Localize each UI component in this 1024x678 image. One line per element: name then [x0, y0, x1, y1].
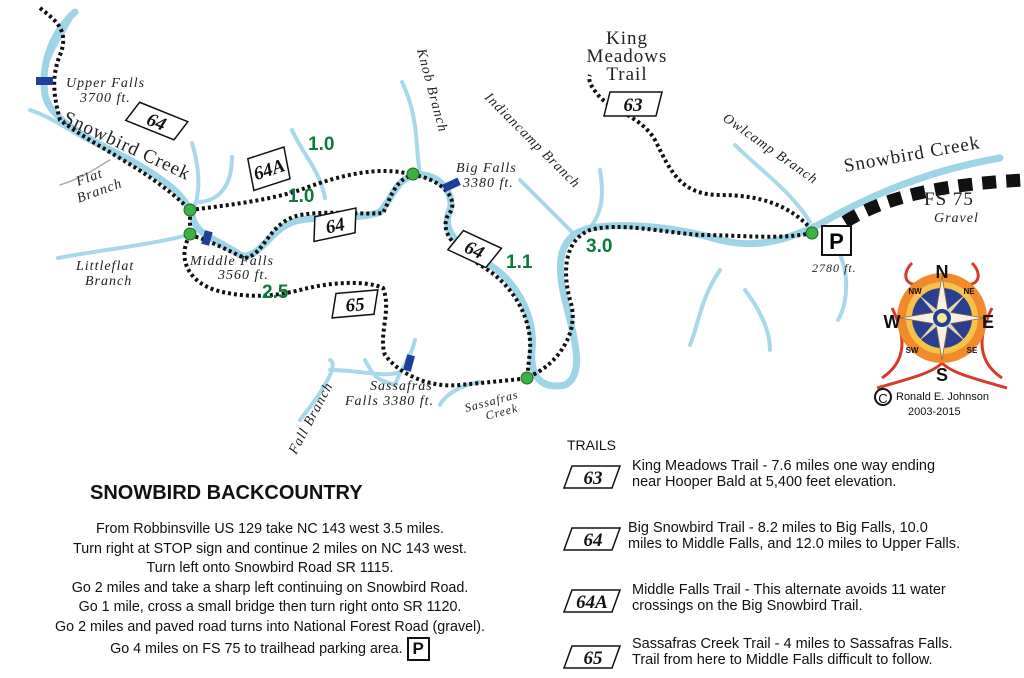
svg-text:SE: SE — [967, 346, 978, 355]
direction-line: Go 2 miles and take a sharp left continu… — [71, 579, 469, 596]
shield-64-mid: 64 — [313, 207, 357, 243]
junction-upper — [183, 203, 197, 217]
trail-65 — [182, 233, 528, 388]
upper-falls-marker — [36, 77, 53, 85]
creek-label-east: Snowbird Creek — [842, 132, 982, 177]
upper-falls-label: Upper Falls — [66, 76, 145, 91]
trail-64a — [189, 168, 414, 212]
sassafras-falls-elev: Falls 3380 ft. — [344, 394, 434, 409]
road-surface: Gravel — [934, 211, 979, 226]
knob-branch-label: Knob Branch — [413, 46, 450, 134]
trailhead-elev: 2780 ft. — [812, 261, 857, 275]
middle-falls-marker — [201, 230, 213, 246]
compass-rose-icon: N S E W NE NW SE SW — [876, 261, 1008, 390]
direction-line: From Robbinsville US 129 take NC 143 wes… — [95, 521, 445, 537]
parking-icon: P — [829, 229, 844, 254]
svg-text:63: 63 — [584, 468, 603, 489]
junction-middle — [183, 227, 197, 241]
copyright-years: 2003-2015 — [908, 406, 961, 418]
road-name: FS 75 — [924, 189, 974, 210]
junction-sassafras — [520, 371, 534, 385]
svg-text:S: S — [936, 365, 948, 385]
shield-64-east: 64 — [446, 229, 503, 269]
direction-line: Turn left onto Snowbird Road SR 1115. — [146, 560, 394, 576]
mileage-64-east: 1.1 — [506, 252, 533, 273]
big-falls-marker — [442, 177, 461, 193]
trailhead-parking: P 2780 ft. — [812, 225, 857, 275]
driving-directions: From Robbinsville US 129 take NC 143 wes… — [40, 520, 500, 661]
direction-line: Turn right at STOP sign and continue 2 m… — [73, 540, 467, 557]
big-falls-elev: 3380 ft. — [462, 176, 514, 191]
svg-text:King: King — [606, 28, 648, 49]
middle-falls-label: Middle Falls — [189, 254, 274, 269]
littleflat-label: Littleflat — [75, 259, 134, 274]
direction-line: Go 2 miles and paved road turns into Nat… — [55, 618, 485, 635]
fall-branch-label: Fall Branch — [286, 380, 337, 458]
svg-text:65: 65 — [345, 294, 366, 317]
trail-64 — [38, 6, 533, 379]
parking-icon: P — [406, 637, 430, 661]
svg-text:Meadows: Meadows — [587, 46, 668, 67]
junction-big-falls — [406, 167, 420, 181]
snowbird-creek — [40, 8, 1004, 390]
svg-text:NW: NW — [908, 287, 922, 296]
copyright-author: Ronald E. Johnson — [896, 390, 989, 403]
svg-text:63: 63 — [624, 95, 643, 116]
copyright-icon: C — [874, 388, 892, 406]
mileage-64: 1.0 — [288, 186, 314, 207]
svg-text:E: E — [982, 312, 994, 332]
svg-text:64A: 64A — [576, 592, 608, 613]
sassafras-falls-label: Sassafras — [370, 379, 433, 394]
direction-line-last: Go 4 miles on FS 75 to trailhead parking… — [40, 637, 500, 661]
king-meadows-label: King Meadows Trail — [587, 28, 668, 85]
junctions — [183, 167, 819, 385]
shield-64a: 64A — [246, 146, 291, 192]
road-fs75 — [841, 173, 1024, 228]
upper-falls-elev: 3700 ft. — [79, 91, 131, 106]
middle-falls-elev: 3560 ft. — [217, 268, 269, 283]
tributaries — [28, 18, 849, 422]
mileage-3: 3.0 — [586, 236, 612, 257]
svg-text:Trail: Trail — [606, 64, 647, 85]
junction-trailhead — [805, 226, 819, 240]
flat-branch-label: Flat Branch — [73, 166, 124, 206]
sassafras-creek-label: Sassafras Creek — [463, 387, 520, 423]
big-falls-label: Big Falls — [456, 161, 517, 176]
svg-text:64: 64 — [324, 214, 347, 238]
trails — [38, 6, 1024, 388]
svg-text:65: 65 — [584, 648, 604, 669]
page-title: SNOWBIRD BACKCOUNTRY — [90, 482, 363, 504]
mileage-65: 2.5 — [262, 282, 289, 303]
mileage-64a: 1.0 — [308, 134, 334, 155]
shield-64-upper: 64 — [124, 101, 189, 141]
svg-text:SW: SW — [906, 346, 919, 355]
shield-65: 65 — [331, 288, 379, 319]
falls-markers — [36, 77, 461, 372]
svg-text:W: W — [884, 312, 901, 332]
littleflat-label-2: Branch — [85, 274, 132, 289]
copyright: C Ronald E. Johnson 2003-2015 — [874, 388, 989, 419]
svg-text:64: 64 — [584, 530, 603, 551]
svg-text:NE: NE — [963, 287, 975, 296]
trails-heading: TRAILS — [567, 437, 617, 453]
trail-63 — [587, 74, 814, 232]
svg-text:N: N — [936, 262, 949, 282]
sassafras-falls-marker — [403, 354, 415, 372]
direction-line: Go 1 mile, cross a small bridge then tur… — [78, 599, 462, 615]
trail-64-east — [525, 224, 813, 380]
shield-63: 63 — [603, 91, 663, 117]
